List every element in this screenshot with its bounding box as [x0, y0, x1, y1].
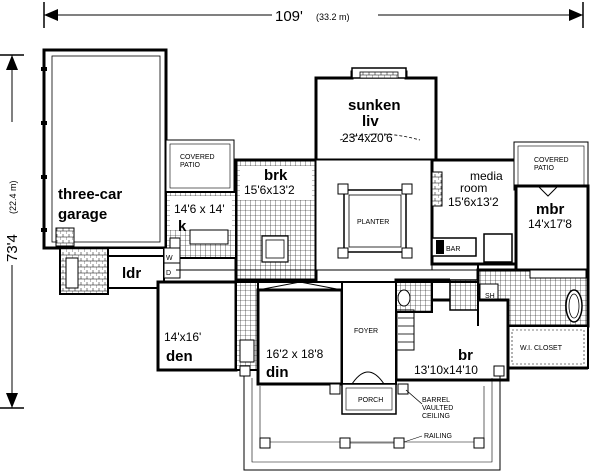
walk-in-closet: [507, 325, 589, 369]
garage-label-line1: three-car: [58, 186, 122, 203]
overall-width-dimension: 109' (33.2 m): [43, 2, 584, 28]
overall-depth-dimension: 73'4 (22.4 m): [0, 54, 24, 409]
bedroom: [394, 278, 510, 382]
sunken-liv-line2: liv: [362, 113, 379, 130]
brk-label: brk: [264, 167, 288, 184]
porch-label: PORCH: [358, 397, 383, 404]
overall-width-m: (33.2 m): [316, 12, 350, 22]
main-walls: [164, 264, 588, 370]
covered-patio-left-line2: PATIO: [180, 162, 201, 169]
mbr-label: mbr: [536, 201, 565, 218]
sunken-liv-dims: 23'4x20'6: [342, 131, 393, 145]
garage: [41, 48, 176, 250]
covered-patio-left-line1: COVERED: [180, 154, 215, 161]
brk-dims: 15'6x13'2: [244, 183, 295, 197]
media-room-line2: room: [460, 181, 487, 195]
railing-label: RAILING: [424, 433, 452, 440]
overall-width-ft: 109': [275, 8, 303, 25]
dryer-label: D: [166, 270, 171, 277]
bar-label: BAR: [446, 246, 460, 253]
covered-patio-right: [513, 141, 589, 191]
shower-label: SH: [485, 293, 495, 300]
covered-patio-right-line2: PATIO: [534, 165, 555, 172]
kitchen-label: k: [178, 218, 187, 235]
media-room: [430, 158, 518, 266]
foyer-label: FOYER: [354, 328, 378, 335]
kitchen-dims: 14'6 x 14': [174, 202, 225, 216]
den-dims: 14'x16': [164, 330, 201, 344]
garage-label-line2: garage: [58, 206, 107, 223]
covered-patio-right-line1: COVERED: [534, 157, 569, 164]
din-label: din: [266, 364, 289, 381]
br-label: br: [458, 347, 473, 364]
master-bedroom: [514, 184, 590, 272]
front-veranda: [239, 365, 505, 471]
overall-depth-m: (22.4 m): [8, 180, 18, 214]
breakfast-area: [234, 158, 318, 282]
mbr-dims: 14'x17'8: [528, 217, 572, 231]
hall-bath: [393, 281, 433, 313]
barrel-line1: BARREL: [422, 397, 450, 404]
sunken-liv-line1: sunken: [348, 97, 401, 114]
sunken-living: [314, 67, 438, 162]
kitchen: [165, 191, 237, 259]
den-label: den: [166, 348, 193, 365]
dining: [256, 281, 344, 386]
washer-label: W: [166, 255, 173, 262]
ldr-label: ldr: [122, 265, 141, 282]
planter-gallery: [315, 159, 433, 271]
media-room-dims: 15'6x13'2: [448, 195, 499, 209]
barrel-line3: CEILING: [422, 413, 450, 420]
barrel-line2: VAULTED: [422, 405, 453, 412]
overall-depth-ft: 73'4: [4, 234, 21, 262]
din-dims: 16'2 x 18'8: [266, 347, 324, 361]
br-dims: 13'10x14'10: [414, 363, 478, 377]
wi-closet-label: W.I. CLOSET: [520, 345, 563, 352]
media-room-line1: media: [470, 169, 503, 183]
planter-label: PLANTER: [357, 219, 389, 226]
covered-patio-left: [165, 139, 235, 193]
laundry: [107, 247, 181, 289]
porch: [329, 383, 409, 415]
